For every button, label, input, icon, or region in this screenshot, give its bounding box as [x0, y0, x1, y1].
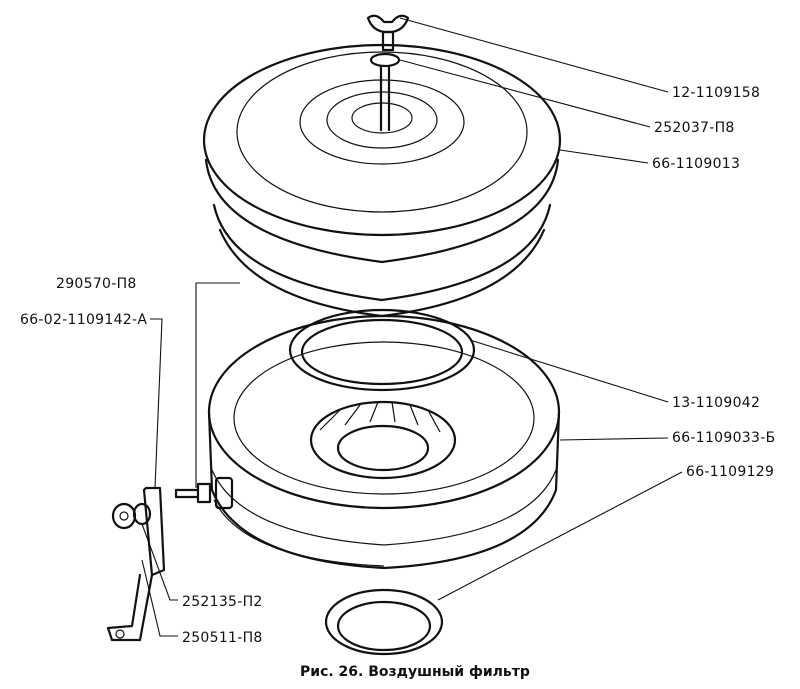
leader-lines: [141, 17, 683, 637]
label-66-02-1109142-a: 66-02-1109142-А: [20, 312, 147, 328]
label-66-1109033-b: 66-1109033-Б: [672, 430, 775, 446]
filter-element: [309, 400, 457, 480]
label-12-1109158: 12-1109158: [672, 85, 760, 101]
bracket: [106, 486, 166, 642]
wing-nut: [366, 14, 410, 52]
filter-housing: [207, 314, 561, 570]
label-250511-p8: 250511-П8: [182, 630, 263, 646]
bolt: [174, 482, 212, 504]
housing-clamp: [214, 476, 234, 510]
label-252135-p2: 252135-П2: [182, 594, 263, 610]
washer: [369, 52, 401, 68]
label-66-1109013: 66-1109013: [652, 156, 740, 172]
label-252037-p8: 252037-П8: [654, 120, 735, 136]
label-66-1109129: 66-1109129: [686, 464, 774, 480]
gasket-ring: [288, 308, 476, 392]
label-13-1109042: 13-1109042: [672, 395, 760, 411]
bottom-seal-ring: [324, 588, 444, 656]
figure-caption: Рис. 26. Воздушный фильтр: [300, 664, 530, 680]
label-290570-p8: 290570-П8: [56, 276, 137, 292]
stud: [379, 64, 391, 132]
nut: [111, 502, 152, 530]
